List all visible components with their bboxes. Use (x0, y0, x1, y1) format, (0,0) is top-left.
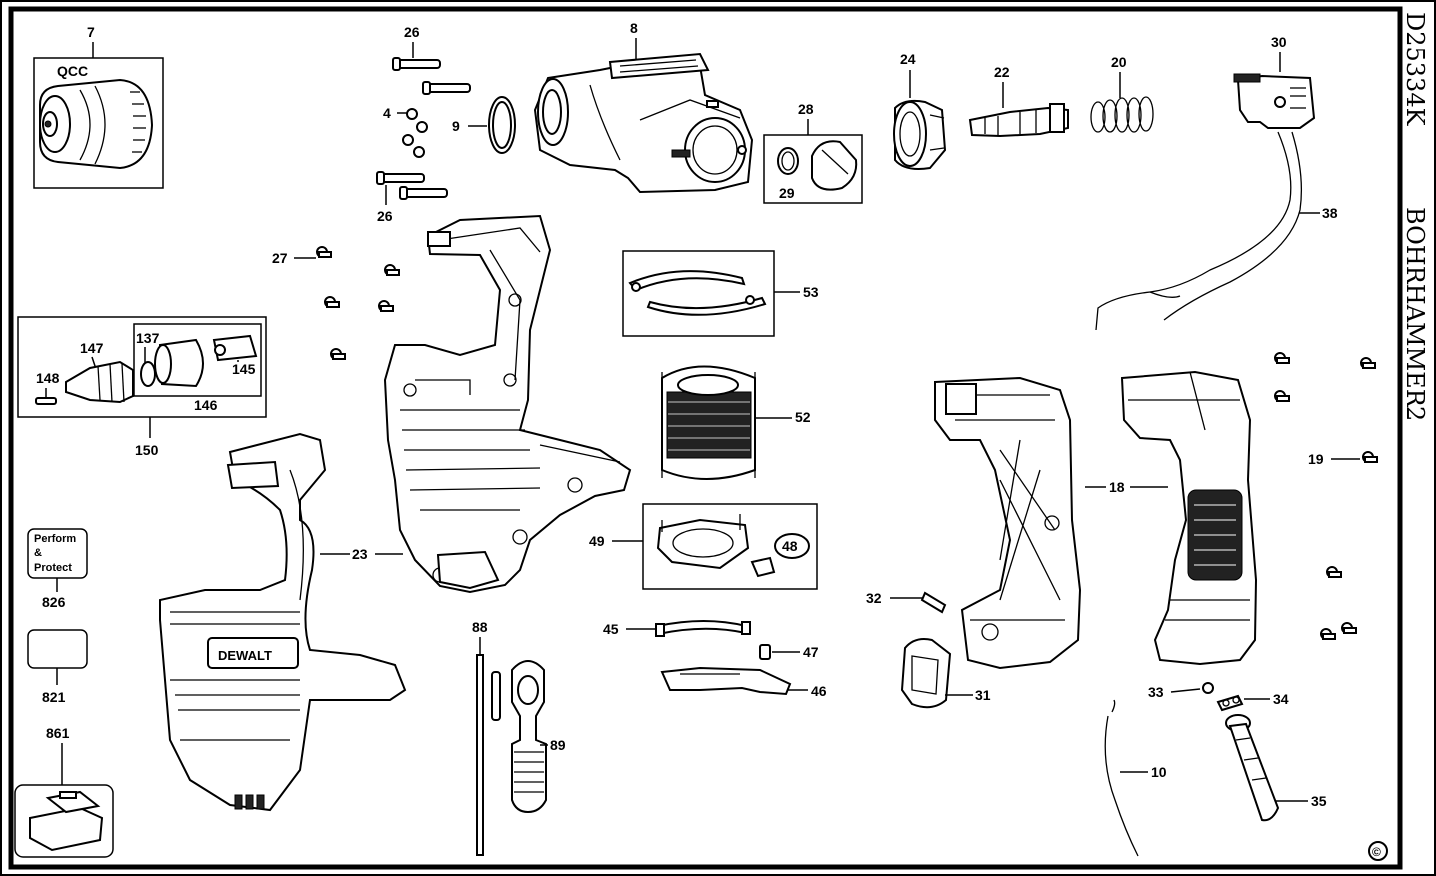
part-20-spring: 20 (1090, 54, 1154, 133)
part-150-keyless-chuck-kit: 147 137 148 145 146 150 (17, 316, 267, 458)
callout-p7: 7 (87, 24, 95, 40)
callout-p28: 28 (798, 101, 814, 117)
callout-p53: 53 (803, 284, 819, 300)
part-88-depth-rod: 88 (472, 619, 488, 856)
callout-p23: 23 (352, 546, 368, 562)
callout-p27: 27 (272, 250, 288, 266)
part-34-clamp: 34 (1216, 691, 1289, 712)
part-18-handle-left-half: 18 (934, 376, 1168, 670)
part-32-pin: 32 (866, 590, 947, 614)
part-28-29-selector: 28 29 (763, 101, 863, 204)
callout-p18: 18 (1109, 479, 1125, 495)
badge-text: & (34, 547, 42, 559)
callout-p147: 147 (80, 340, 104, 356)
part-23-motor-housing: DEWALT 23 (159, 432, 407, 812)
callout-p33: 33 (1148, 684, 1164, 700)
part-89-side-handle: 89 (491, 660, 566, 814)
badge-text: Perform (34, 533, 76, 545)
part-38-cable: 38 (1095, 131, 1338, 331)
part-18-handle-right-half (1120, 370, 1258, 666)
callout-p148: 148 (36, 370, 60, 386)
main-housing-frame (383, 214, 632, 594)
sheet-number: 2 (1401, 406, 1429, 421)
callout-p10: 10 (1151, 764, 1167, 780)
part-30-switch: 30 (1233, 34, 1316, 129)
callout-p24: 24 (900, 51, 916, 67)
part-8-gear-housing: 8 (533, 20, 754, 194)
part-861-kit-box: 861 (14, 725, 114, 858)
callout-p26a: 26 (404, 24, 420, 40)
part-24-bearing-sleeve: 24 (893, 51, 947, 170)
callout-p20: 20 (1111, 54, 1127, 70)
part-27-screws: 27 (272, 246, 400, 360)
callout-p26b: 26 (377, 208, 393, 224)
callout-p145: 145 (232, 361, 256, 377)
part-47-screw: 47 (759, 644, 819, 660)
callout-p4: 4 (383, 105, 391, 121)
badge-text: Protect (34, 562, 72, 574)
part-26-screws-upper: 26 (392, 24, 471, 95)
callout-p48: 48 (782, 538, 798, 554)
callout-p34: 34 (1273, 691, 1289, 707)
part-31-rubber-pad: 31 (900, 638, 991, 709)
part-52-field-coil: 52 (661, 365, 811, 480)
callout-p52: 52 (795, 409, 811, 425)
part-46-switch-cover: 46 (660, 666, 827, 699)
callout-p38: 38 (1322, 205, 1338, 221)
callout-p49: 49 (589, 533, 605, 549)
part-9-o-ring: 9 (452, 96, 516, 154)
part-35-cord-guard: 35 (1225, 714, 1327, 822)
callout-p30: 30 (1271, 34, 1287, 50)
callout-p29: 29 (779, 185, 795, 201)
callout-p19: 19 (1308, 451, 1324, 467)
callout-p146: 146 (194, 397, 218, 413)
callout-p137: 137 (136, 330, 160, 346)
part-49-brush-ring: 49 48 (589, 503, 818, 590)
part-26-screws-lower: 26 (376, 171, 448, 224)
part-45-retainer: 45 (603, 620, 751, 637)
callout-p861: 861 (46, 725, 70, 741)
callout-p821: 821 (42, 689, 66, 705)
callout-p8: 8 (630, 20, 638, 36)
callout-p35: 35 (1311, 793, 1327, 809)
callout-p150: 150 (135, 442, 159, 458)
copyright-mark (1368, 841, 1388, 861)
callout-p89: 89 (550, 737, 566, 753)
part-4-balls: 4 (383, 105, 428, 158)
callout-p88: 88 (472, 619, 488, 635)
part-53-brush-holders: 53 (622, 250, 819, 337)
drawing-border (8, 6, 1403, 870)
part-19-screws: 19 (1274, 352, 1378, 640)
callout-p9: 9 (452, 118, 460, 134)
callout-qcc: QCC (57, 63, 88, 79)
brand-logo: DEWALT (218, 648, 272, 663)
part-10-power-cable: 10 (1104, 699, 1167, 857)
callout-p826: 826 (42, 594, 66, 610)
part-22-intermediate-shaft: 22 (968, 64, 1069, 138)
product-subtitle: BOHRHAMMER (1401, 207, 1429, 408)
part-826-label: Perform & Protect 826 (27, 528, 88, 610)
callout-p46: 46 (811, 683, 827, 699)
model-title: D25334K (1401, 12, 1429, 127)
callout-p22: 22 (994, 64, 1010, 80)
callout-p32: 32 (866, 590, 882, 606)
part-821-label: 821 (27, 629, 88, 705)
part-7-qcc-chuck: 7 QCC (33, 24, 164, 189)
part-33-screw: 33 (1148, 682, 1214, 700)
callout-p47: 47 (803, 644, 819, 660)
svg-text:©: © (1372, 845, 1381, 859)
callout-p31: 31 (975, 687, 991, 703)
callout-p45: 45 (603, 621, 619, 637)
